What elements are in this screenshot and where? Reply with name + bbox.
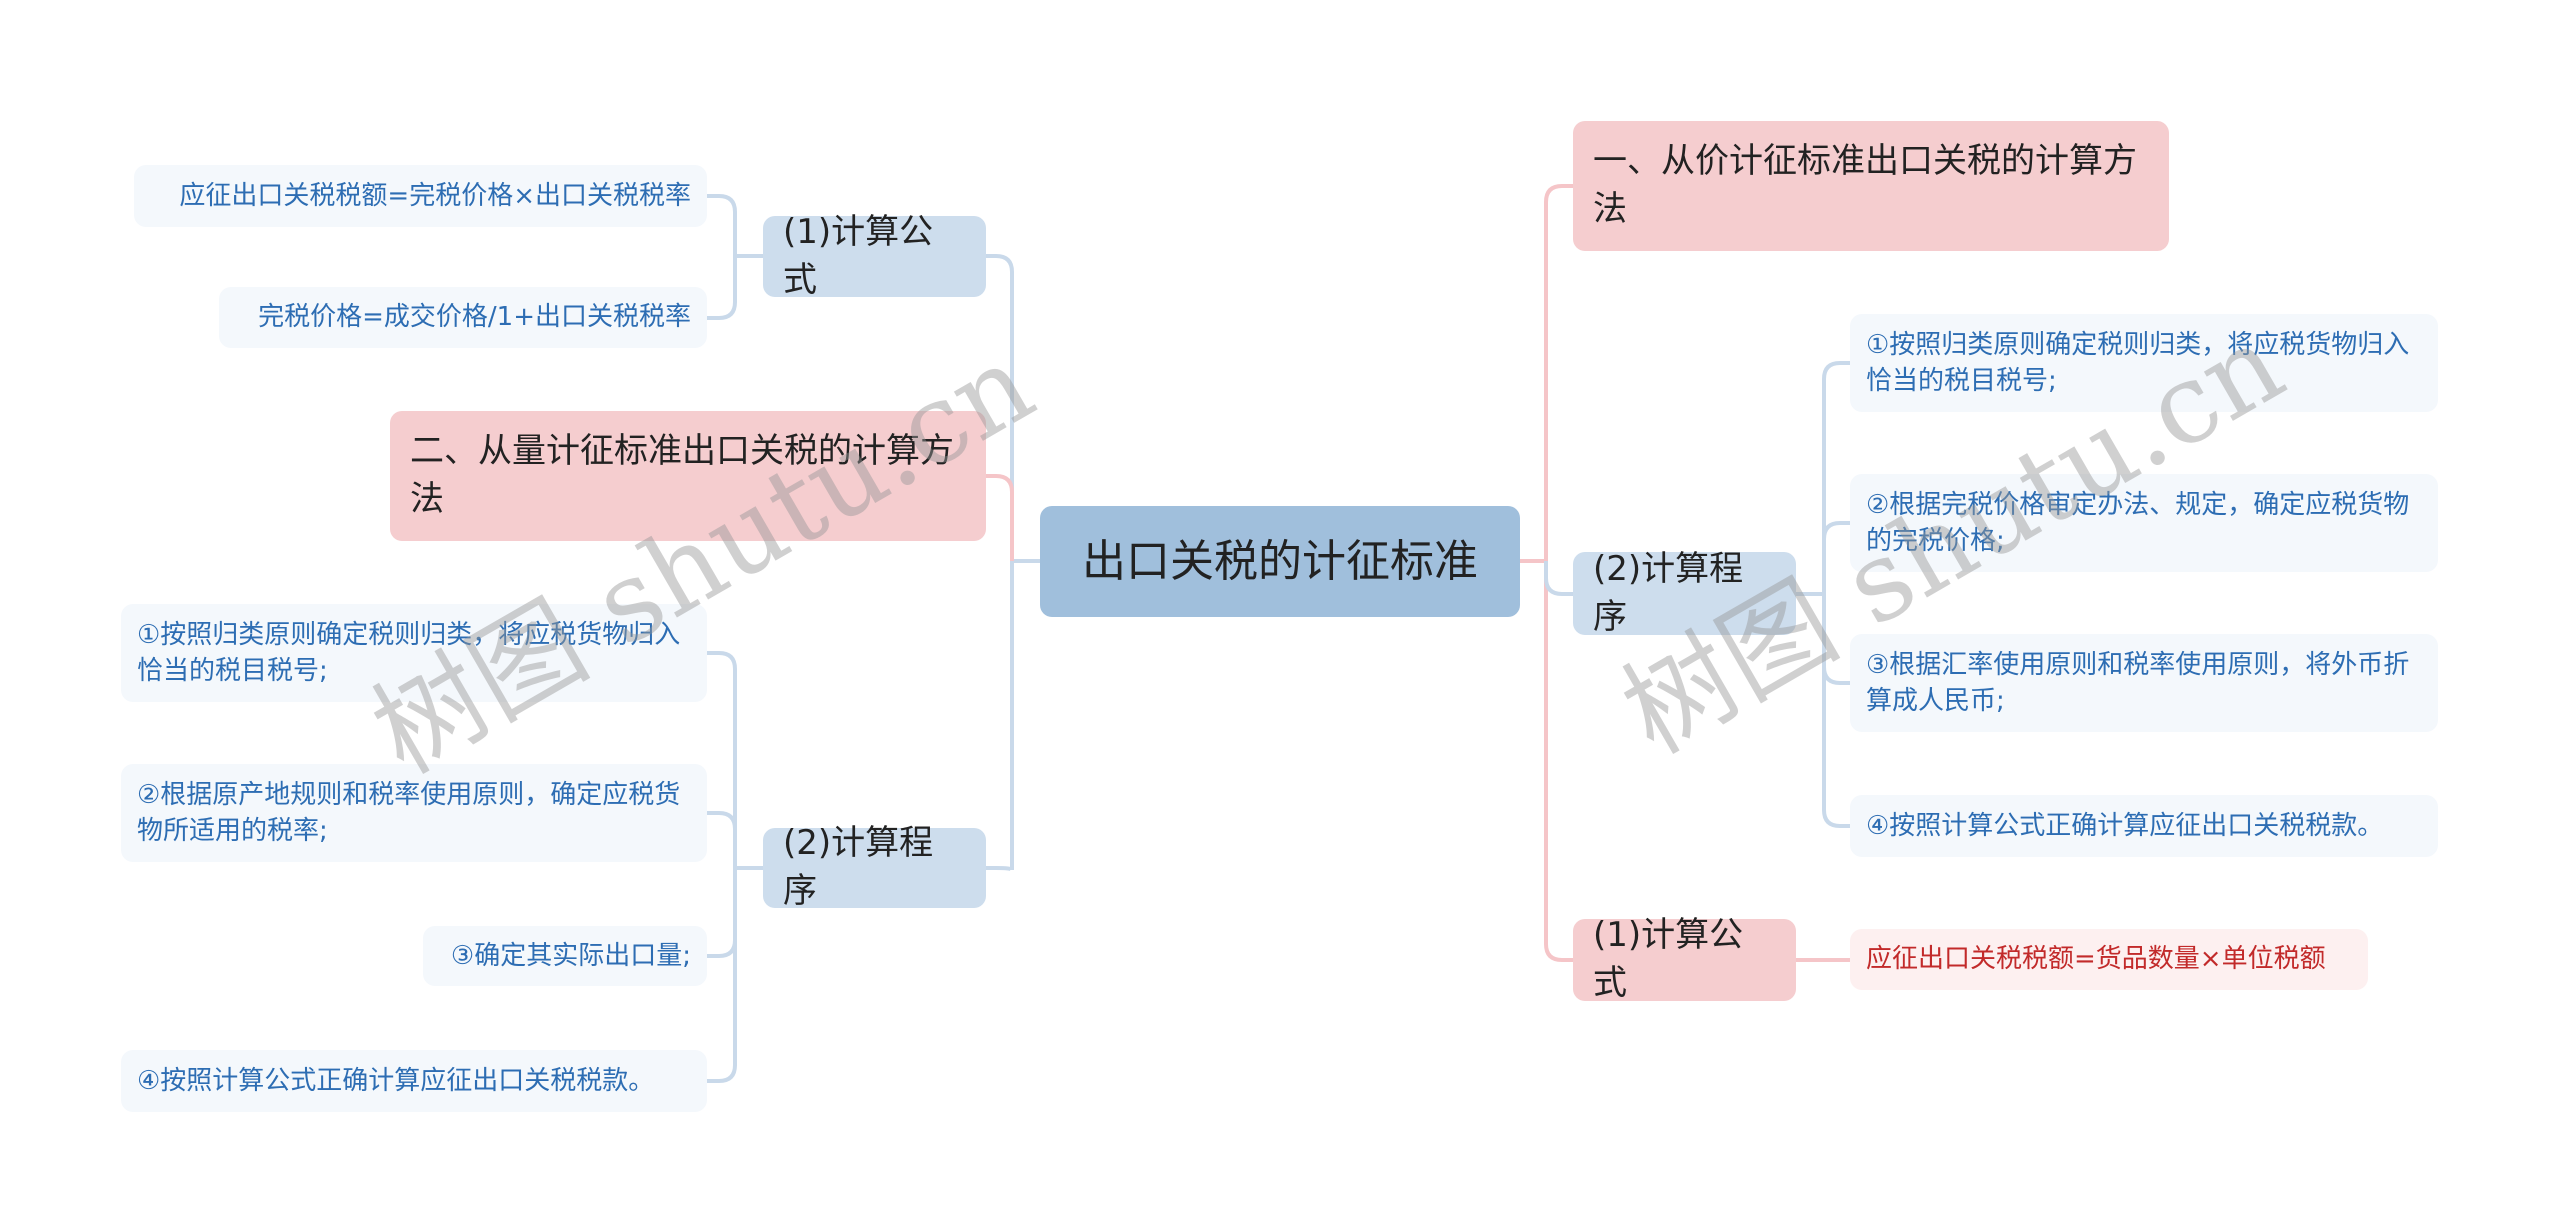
- right-procedure-leaf-2[interactable]: ②根据完税价格审定办法、规定，确定应税货物的完税价格;: [1850, 474, 2438, 572]
- central-topic[interactable]: 出口关税的计征标准: [1040, 506, 1520, 617]
- right-formula-node[interactable]: (1)计算公式: [1573, 915, 1796, 1003]
- left-procedure-leaf-4[interactable]: ④按照计算公式正确计算应征出口关税税款。: [121, 1050, 707, 1112]
- right-procedure-node[interactable]: (2)计算程序: [1573, 549, 1796, 637]
- right-procedure-leaf-4[interactable]: ④按照计算公式正确计算应征出口关税税款。: [1850, 795, 2438, 857]
- right-procedure-leaf-3[interactable]: ③根据汇率使用原则和税率使用原则，将外币折算成人民币;: [1850, 634, 2438, 732]
- quantity-method-node[interactable]: 二、从量计征标准出口关税的计算方法: [390, 411, 986, 541]
- left-procedure-leaf-2[interactable]: ②根据原产地规则和税率使用原则，确定应税货物所适用的税率;: [121, 764, 707, 862]
- left-formula-leaf-1[interactable]: 应征出口关税税额=完税价格×出口关税税率: [134, 165, 707, 227]
- left-formula-leaf-2[interactable]: 完税价格=成交价格/1+出口关税税率: [219, 287, 707, 348]
- value-method-node[interactable]: 一、从价计征标准出口关税的计算方法: [1573, 121, 2169, 251]
- left-formula-node[interactable]: (1)计算公式: [763, 212, 986, 300]
- left-procedure-leaf-3[interactable]: ③确定其实际出口量;: [423, 926, 707, 986]
- right-formula-leaf-1[interactable]: 应征出口关税税额=货品数量×单位税额: [1850, 929, 2368, 990]
- left-procedure-leaf-1[interactable]: ①按照归类原则确定税则归类，将应税货物归入恰当的税目税号;: [121, 604, 707, 702]
- right-procedure-leaf-1[interactable]: ①按照归类原则确定税则归类，将应税货物归入恰当的税目税号;: [1850, 314, 2438, 412]
- left-procedure-node[interactable]: (2)计算程序: [763, 823, 986, 911]
